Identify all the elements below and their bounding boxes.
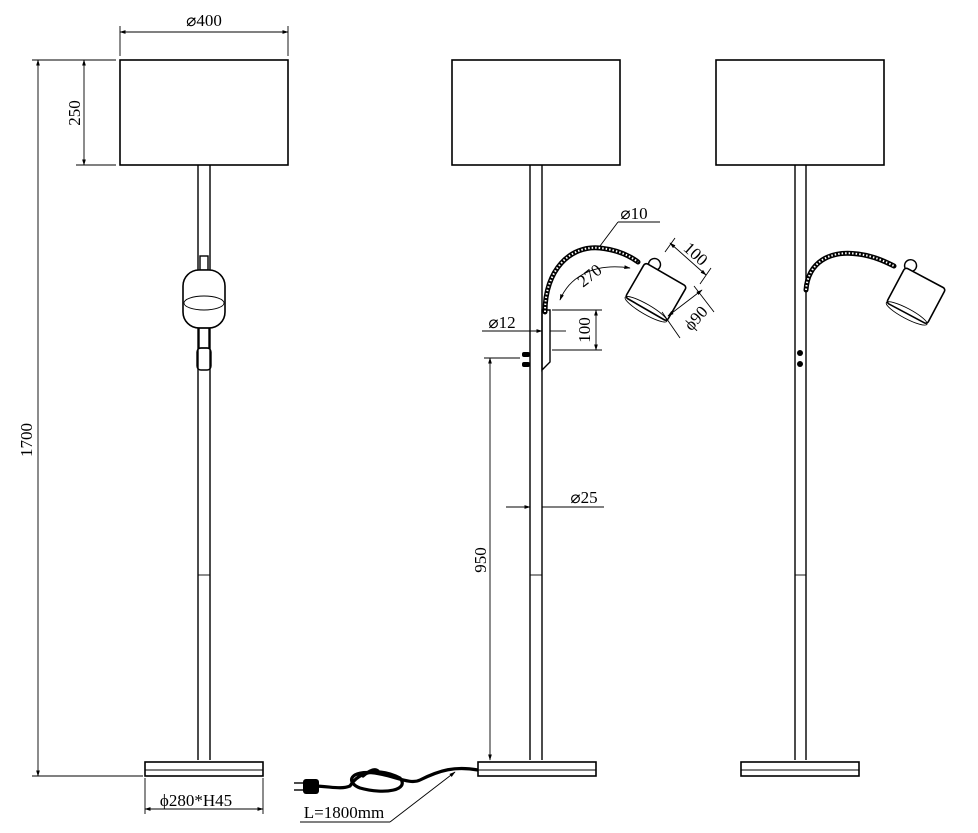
power-cord: L=1800mm xyxy=(294,766,480,823)
reading-spot xyxy=(885,258,946,326)
gooseneck-arm xyxy=(542,245,641,315)
dim-pole-diameter: ⌀25 xyxy=(506,488,604,509)
dim-shade-diameter: ⌀400 xyxy=(119,11,289,56)
label-mount-diameter: ⌀12 xyxy=(488,313,515,332)
label-spot-length: 100 xyxy=(680,238,712,269)
label-total-height: 1700 xyxy=(17,423,36,457)
label-base: ϕ280*H45 xyxy=(160,791,232,810)
base xyxy=(144,761,264,777)
pole xyxy=(529,165,543,760)
switch-icon xyxy=(797,350,803,367)
lamp-shade xyxy=(451,59,621,166)
reading-spot xyxy=(182,255,226,371)
label-spot-diameter: ϕ90 xyxy=(680,302,711,334)
dim-rotation: 270 xyxy=(559,260,631,301)
side-view-plain xyxy=(715,59,946,777)
plug xyxy=(294,779,319,794)
pole xyxy=(197,165,211,760)
label-mount-height: 100 xyxy=(575,317,594,343)
dim-shade-height: 250 xyxy=(65,59,116,166)
dim-spot-length: 100 xyxy=(664,237,712,285)
dim-mount-diameter: ⌀12 xyxy=(482,313,566,333)
label-arm-diameter: ⌀10 xyxy=(620,204,647,223)
dim-switch-height: 950 xyxy=(471,357,520,761)
base xyxy=(477,761,597,777)
label-switch-height: 950 xyxy=(471,547,490,573)
label-shade-height: 250 xyxy=(65,100,84,126)
dim-arm-diameter: ⌀10 xyxy=(599,204,660,247)
label-pole-diameter: ⌀25 xyxy=(570,488,597,507)
switch-icon xyxy=(522,352,530,367)
label-cord-length: L=1800mm xyxy=(304,803,384,822)
pole xyxy=(794,165,807,760)
lamp-shade xyxy=(715,59,885,166)
dim-total-height: 1700 xyxy=(17,59,143,777)
label-shade-diameter: ⌀400 xyxy=(186,11,222,30)
gooseneck-arm xyxy=(803,250,897,293)
dim-mount-height: 100 xyxy=(552,309,602,351)
reading-spot xyxy=(624,257,687,323)
base xyxy=(740,761,860,777)
lamp-shade xyxy=(119,59,289,166)
front-view: ⌀400 250 1700 ϕ280*H45 xyxy=(17,11,289,814)
arm-mount xyxy=(541,309,551,372)
label-arm-rotation: 270 xyxy=(574,260,606,291)
dim-base: ϕ280*H45 xyxy=(144,778,264,814)
side-view-dimensioned: ⌀10 270 100 ϕ90 ⌀12 xyxy=(451,59,715,777)
